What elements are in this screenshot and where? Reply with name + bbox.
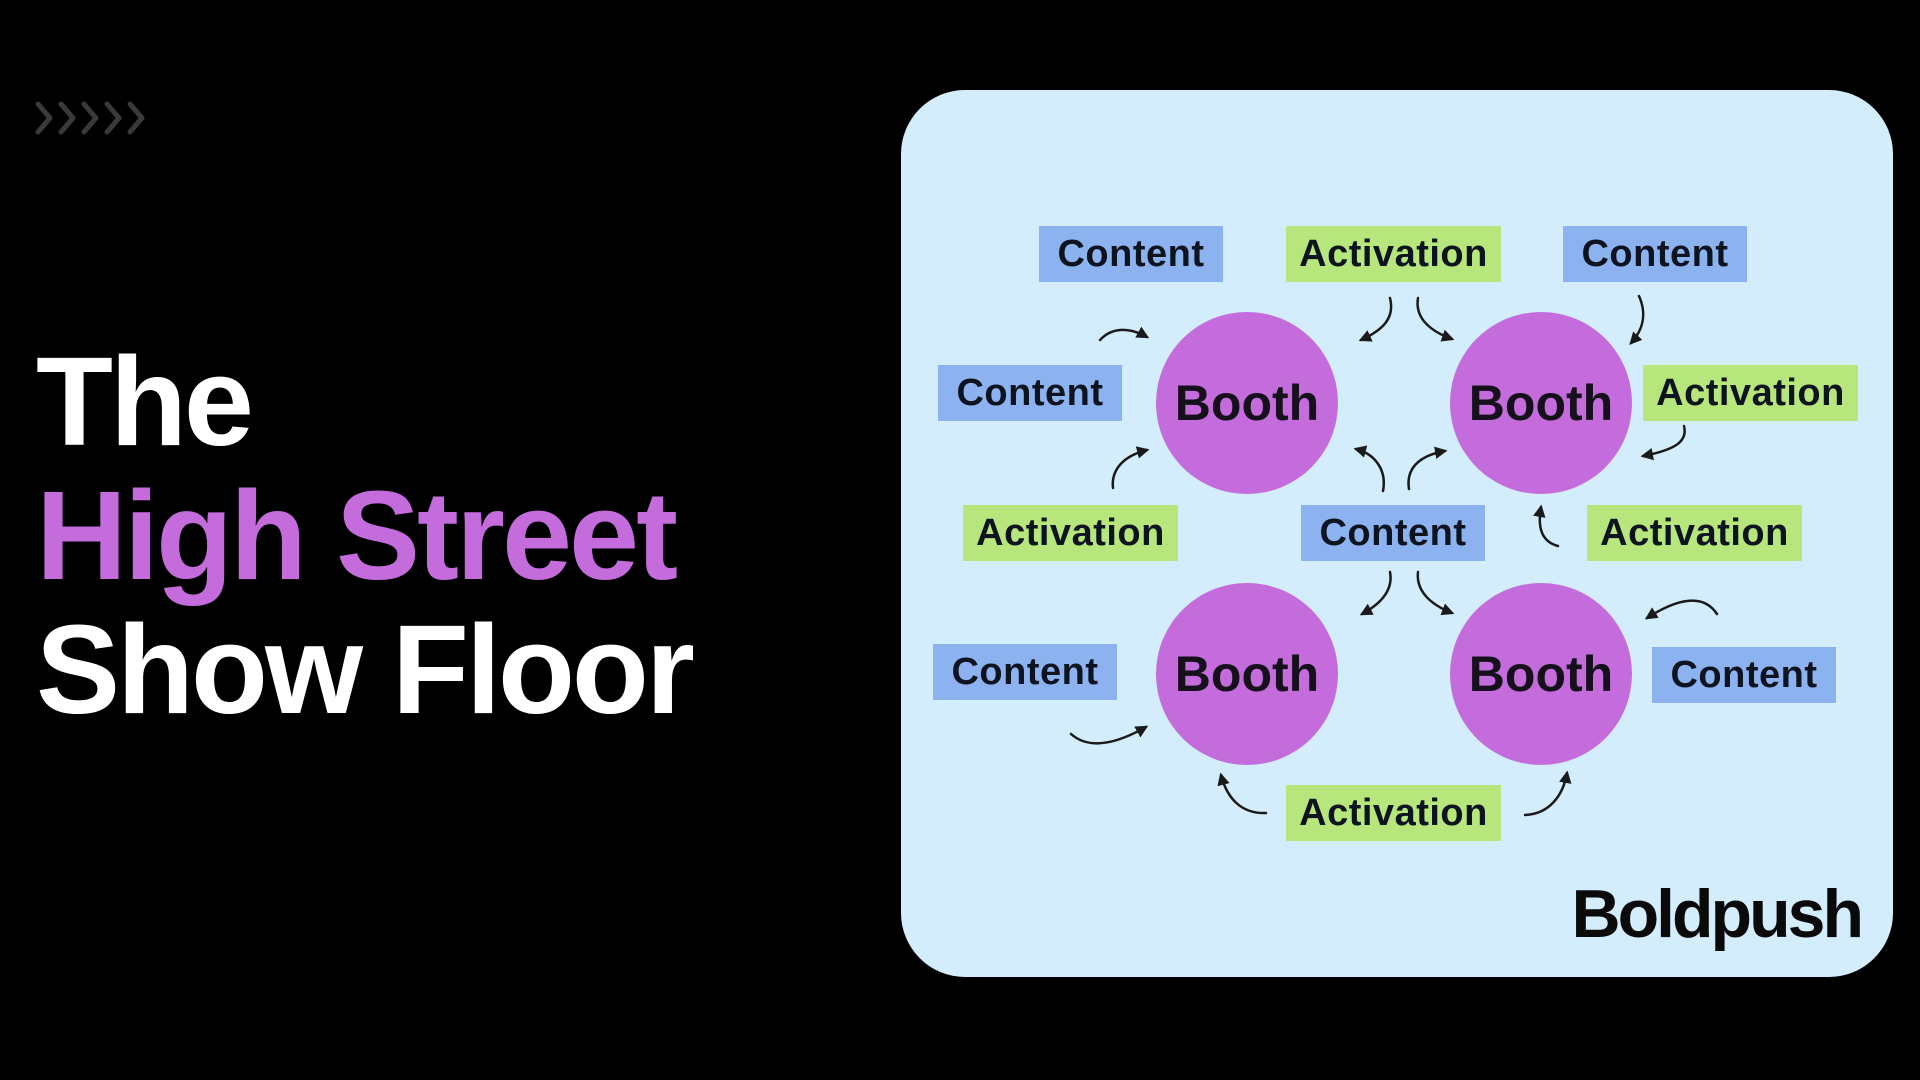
content-tag-top-right: Content [1563, 226, 1747, 282]
arrow-icon [1359, 570, 1392, 616]
arrow-icon [1098, 326, 1150, 342]
chevron-arrows-icon [35, 101, 145, 135]
arrow-icon [1644, 599, 1719, 620]
arrow-icon [1407, 446, 1448, 491]
content-tag-bottom-left: Content [933, 644, 1117, 700]
diagram-panel: Booth Booth Booth Booth Content Content … [901, 90, 1893, 977]
title-line-3: Show Floor [36, 599, 695, 740]
arrow-icon [1640, 424, 1686, 461]
booth-bottom-left: Booth [1156, 583, 1338, 765]
arrow-icon [1353, 445, 1386, 493]
arrow-icon [1416, 570, 1455, 616]
arrow-icon [1416, 296, 1455, 342]
title-line-2: High Street [36, 465, 678, 606]
arrow-icon [1358, 296, 1393, 342]
activation-tag-bottom-center: Activation [1286, 785, 1501, 841]
arrow-icon [1629, 294, 1645, 345]
arrow-icon [1533, 504, 1560, 548]
boldpush-logo: Boldpush [1571, 876, 1864, 952]
content-tag-bottom-right: Content [1652, 647, 1836, 703]
content-tag-left: Content [938, 365, 1122, 421]
title-line-1: The [36, 331, 254, 472]
booth-top-right: Booth [1450, 312, 1632, 494]
activation-tag-center-right: Activation [1587, 505, 1802, 561]
booth-bottom-right: Booth [1450, 583, 1632, 765]
activation-tag-left: Activation [963, 505, 1178, 561]
content-tag-center: Content [1301, 505, 1485, 561]
activation-tag-top-center: Activation [1286, 226, 1501, 282]
activation-tag-right: Activation [1643, 365, 1858, 421]
arrow-icon [1523, 770, 1572, 817]
arrow-icon [1217, 772, 1268, 815]
arrow-icon [1111, 446, 1150, 490]
arrow-icon [1069, 725, 1149, 745]
content-tag-top-left: Content [1039, 226, 1223, 282]
booth-top-left: Booth [1156, 312, 1338, 494]
page-title: The High Street Show Floor [36, 331, 695, 740]
